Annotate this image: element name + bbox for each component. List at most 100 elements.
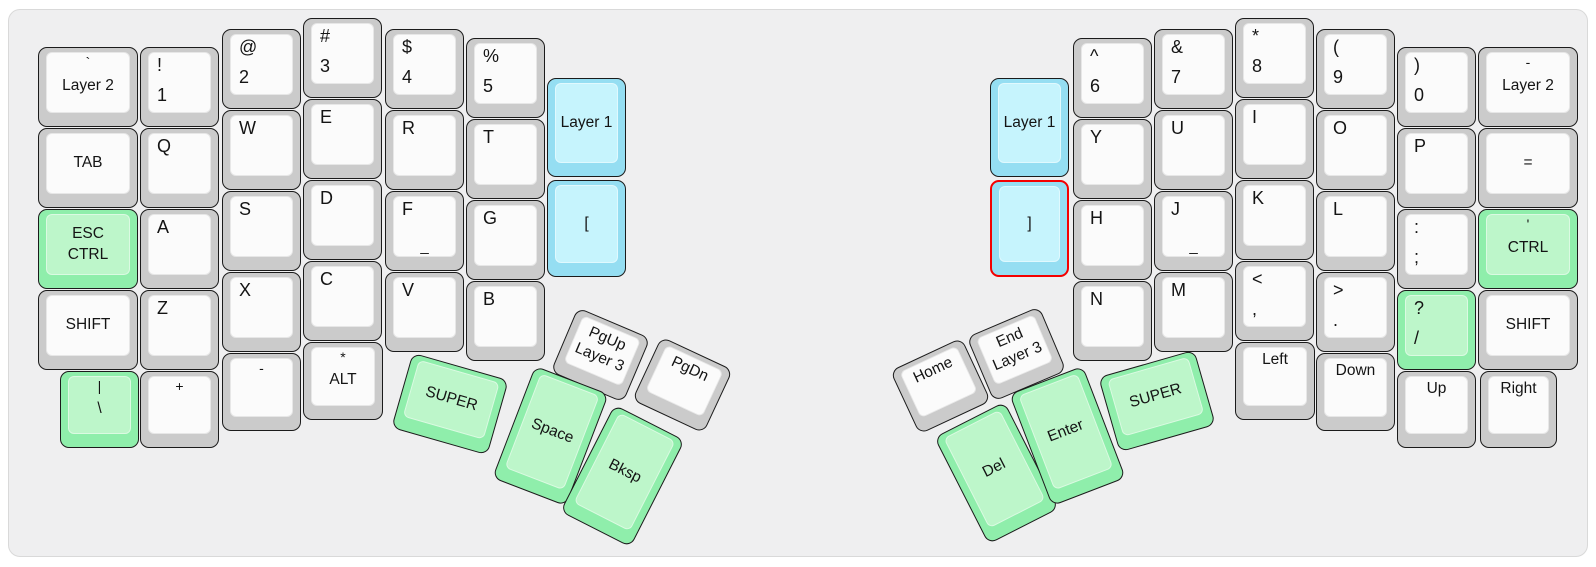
- key-layer1-left[interactable]: Layer 1: [547, 78, 626, 177]
- key-legend-shifted: &: [1171, 37, 1184, 57]
- key-arrow-down[interactable]: Down: [1316, 353, 1395, 431]
- key-v[interactable]: V: [385, 272, 464, 352]
- key-l[interactable]: L: [1316, 191, 1395, 271]
- key-legend-center: SHIFT: [1487, 296, 1569, 355]
- key-amp-7[interactable]: &7: [1154, 29, 1233, 109]
- key-n[interactable]: N: [1073, 281, 1152, 361]
- key-q[interactable]: Q: [140, 128, 219, 208]
- keycap-top: F_: [393, 196, 456, 257]
- key-pipe-backslash[interactable]: |\: [60, 371, 139, 448]
- key-p[interactable]: P: [1397, 128, 1476, 208]
- key-arrow-left[interactable]: Left: [1235, 342, 1315, 420]
- key-equals[interactable]: =: [1478, 128, 1578, 208]
- key-super-left[interactable]: SUPER: [391, 352, 509, 456]
- key-asterisk-8[interactable]: *8: [1235, 18, 1314, 98]
- keycap-top: *ALT: [311, 347, 375, 406]
- key-j-homing[interactable]: J_: [1154, 191, 1233, 271]
- key-legend-shifted: Z: [157, 298, 168, 318]
- key-shift-left[interactable]: SHIFT: [38, 290, 138, 370]
- keycap-top: !1: [148, 52, 211, 113]
- key-x[interactable]: X: [222, 272, 301, 352]
- key-u[interactable]: U: [1154, 110, 1233, 190]
- keycap-top: W: [230, 115, 293, 176]
- key-legend-center: Layer 2: [1487, 53, 1569, 112]
- key-s[interactable]: S: [222, 191, 301, 271]
- key-legend-center: Layer 1: [999, 84, 1060, 162]
- key-quote-ctrl[interactable]: ' CTRL: [1478, 209, 1578, 289]
- keycap-top: ]: [999, 186, 1060, 262]
- key-legend-center: Home: [901, 347, 977, 417]
- key-right-bracket[interactable]: ]: [990, 180, 1069, 277]
- key-legend-top: -: [1525, 54, 1531, 70]
- key-legend-center: Down: [1325, 359, 1386, 416]
- key-excl-1[interactable]: !1: [140, 47, 219, 127]
- key-rparen-0[interactable]: )0: [1397, 47, 1476, 127]
- keycap-top: U: [1162, 115, 1225, 176]
- key-c[interactable]: C: [303, 261, 382, 341]
- key-tab[interactable]: TAB: [38, 128, 138, 208]
- key-a[interactable]: A: [140, 209, 219, 289]
- keycap-top: SHIFT: [1486, 295, 1570, 356]
- key-minus[interactable]: -: [222, 353, 301, 431]
- key-asterisk-alt[interactable]: *ALT: [303, 342, 383, 420]
- key-legend-shifted: M: [1171, 280, 1186, 300]
- key-gt-period[interactable]: >.: [1316, 272, 1395, 352]
- key-legend-shifted: <: [1252, 269, 1263, 289]
- key-legend-shifted: L: [1333, 199, 1344, 219]
- key-i[interactable]: I: [1235, 99, 1314, 179]
- key-w[interactable]: W: [222, 110, 301, 190]
- key-percent-5[interactable]: %5: [466, 38, 545, 118]
- key-r[interactable]: R: [385, 110, 464, 190]
- key-arrow-right[interactable]: Right: [1480, 371, 1557, 448]
- key-t[interactable]: T: [466, 119, 545, 199]
- key-super-right[interactable]: SUPER: [1098, 349, 1216, 453]
- key-legend-shifted: S: [239, 199, 252, 219]
- key-e[interactable]: E: [303, 99, 382, 179]
- key-legend-top: ': [1526, 216, 1530, 232]
- key-h[interactable]: H: [1073, 200, 1152, 280]
- key-legend-center: SHIFT: [47, 296, 129, 355]
- key-shift-right[interactable]: SHIFT: [1478, 290, 1578, 370]
- key-plus[interactable]: +: [140, 371, 219, 448]
- key-legend-shifted: V: [402, 280, 415, 300]
- key-arrow-up[interactable]: Up: [1397, 371, 1476, 448]
- key-at-2[interactable]: @2: [222, 29, 301, 109]
- key-d[interactable]: D: [303, 180, 382, 260]
- key-legend-line: CTRL: [1507, 239, 1549, 257]
- key-legend-shifted: ^: [1090, 46, 1099, 66]
- key-g[interactable]: G: [466, 200, 545, 280]
- key-hash-3[interactable]: #3: [303, 18, 382, 98]
- keycap-top: =: [1486, 133, 1570, 194]
- key-dollar-4[interactable]: $4: [385, 29, 464, 109]
- key-lparen-9[interactable]: (9: [1316, 29, 1395, 109]
- key-legend-top: `: [85, 54, 91, 70]
- keycap-top: @2: [230, 34, 293, 95]
- key-z[interactable]: Z: [140, 290, 219, 370]
- key-f-homing[interactable]: F_: [385, 191, 464, 271]
- key-legend-line: CTRL: [67, 245, 109, 263]
- key-caret-6[interactable]: ^6: [1073, 38, 1152, 118]
- keycap-top: ' CTRL: [1486, 214, 1570, 275]
- key-layer1-right[interactable]: Layer 1: [990, 78, 1069, 177]
- key-o[interactable]: O: [1316, 110, 1395, 190]
- key-k[interactable]: K: [1235, 180, 1314, 260]
- keycap-top: #3: [311, 23, 374, 84]
- key-m[interactable]: M: [1154, 272, 1233, 352]
- key-left-bracket[interactable]: [: [547, 180, 626, 277]
- key-y[interactable]: Y: [1073, 119, 1152, 199]
- keycap-top: X: [230, 277, 293, 338]
- key-legend-base: 6: [1090, 76, 1101, 97]
- key-colon-semicolon[interactable]: :;: [1397, 209, 1476, 289]
- keycap-top: ^6: [1081, 43, 1144, 104]
- key-legend-center: CTRL: [1487, 215, 1569, 274]
- key-minus-layer2[interactable]: -Layer 2: [1478, 47, 1578, 127]
- key-pgdn[interactable]: PgDn: [631, 336, 734, 434]
- key-legend-shifted: O: [1333, 118, 1348, 138]
- key-b[interactable]: B: [466, 281, 545, 361]
- key-grave-layer2[interactable]: `Layer 2: [38, 47, 138, 127]
- key-question-slash[interactable]: ?/: [1397, 290, 1476, 370]
- key-lt-comma[interactable]: <,: [1235, 261, 1314, 341]
